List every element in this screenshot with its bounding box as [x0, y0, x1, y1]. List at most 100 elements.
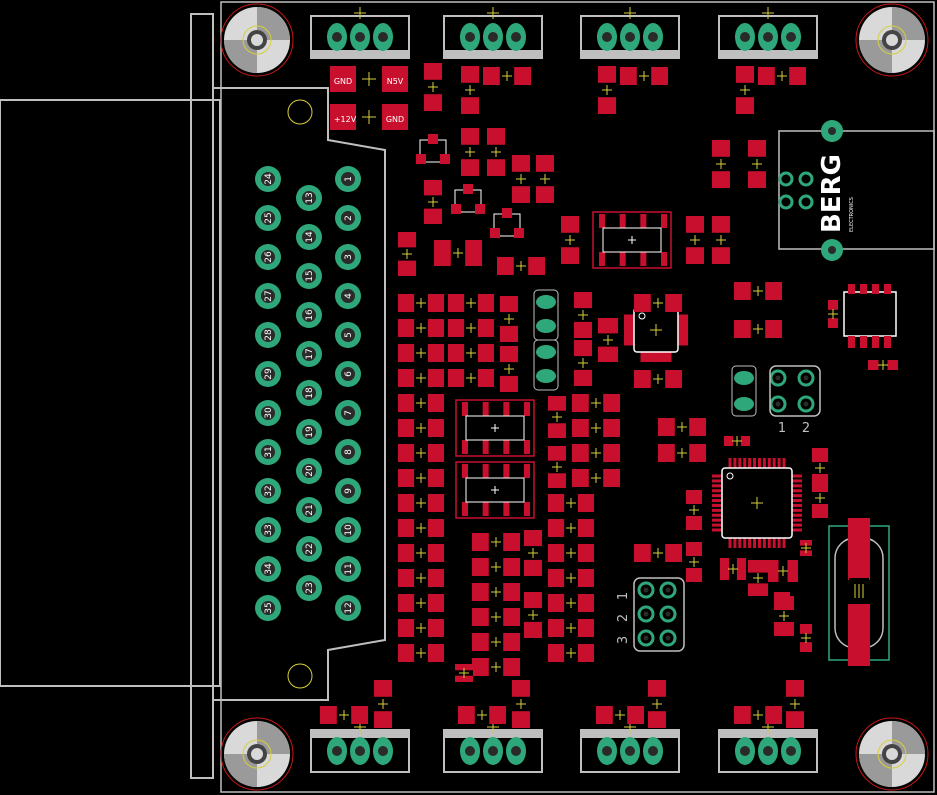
- smd-resistor: [455, 664, 473, 682]
- db37-pin-label: 12: [344, 602, 354, 613]
- db37-pin: 19: [296, 419, 322, 445]
- db37-pin-label: 2: [344, 215, 354, 221]
- sot23-transistor: [490, 208, 524, 238]
- db37-shell-outer: [0, 99, 221, 687]
- header-pin: [797, 369, 815, 387]
- db37-pin: 17: [296, 341, 322, 367]
- screw-terminal-connector: [580, 721, 680, 773]
- soic-chip: [455, 461, 535, 519]
- jumper-block-left: [633, 577, 685, 652]
- db37-pin: 24: [255, 166, 281, 192]
- smd-resistor: [448, 319, 494, 337]
- smd-resistor: [800, 540, 812, 556]
- smd-resistor: [548, 446, 566, 488]
- screw-terminal-connector: [580, 7, 680, 59]
- jumper-right-label-1: 1: [778, 421, 786, 436]
- smd-resistor: [748, 560, 768, 596]
- mount-hole-group: [220, 3, 929, 791]
- smd-resistor: [658, 444, 706, 462]
- db37-pin-label: 18: [305, 387, 315, 399]
- smd-resistor: [374, 680, 392, 728]
- db37-pin-label: 1: [344, 176, 354, 182]
- smd-component-group: [320, 63, 898, 728]
- sot23-transistor: [451, 184, 485, 214]
- smd-resistor: [648, 680, 666, 728]
- smd-resistor: [768, 560, 798, 582]
- db37-pin: 13: [296, 185, 322, 211]
- smd-resistor: [574, 340, 592, 386]
- label-gnd-top: GND: [334, 77, 352, 86]
- smd-resistor: [800, 624, 812, 652]
- smd-resistor: [398, 294, 444, 312]
- db37-pin-label: 25: [264, 212, 274, 223]
- voltage-regulator: [843, 284, 897, 348]
- db37-pin-label: 6: [344, 371, 354, 377]
- smd-resistor: [524, 530, 542, 576]
- jumper-left-label-3: 3: [616, 636, 631, 644]
- db37-pin: 14: [296, 224, 322, 250]
- smd-resistor: [828, 300, 838, 328]
- db37-pin: 18: [296, 380, 322, 406]
- smd-resistor: [548, 594, 594, 612]
- smd-resistor: [448, 294, 494, 312]
- header-pin: [659, 581, 677, 599]
- smd-resistor: [472, 558, 520, 576]
- smd-resistor: [572, 444, 620, 462]
- db37-pin: 16: [296, 302, 322, 328]
- crystal-pad-top: [848, 518, 870, 580]
- jumper-block-right: [769, 365, 821, 417]
- smd-resistor: [398, 469, 444, 487]
- db37-pin-label: 13: [305, 192, 315, 203]
- db37-pin-label: 15: [305, 270, 315, 281]
- db37-pin: 6: [335, 361, 361, 387]
- smd-resistor: [500, 346, 518, 392]
- smd-resistor: [398, 494, 444, 512]
- smd-resistor: [398, 369, 444, 387]
- db37-pin: 31: [255, 439, 281, 465]
- db37-mount-hole-bottom: [287, 663, 313, 689]
- db37-pin: 20: [296, 458, 322, 484]
- db37-pin: 29: [255, 361, 281, 387]
- db37-pin-label: 22: [305, 543, 315, 554]
- smd-resistor: [548, 544, 594, 562]
- smd-resistor: [758, 67, 806, 85]
- db37-pin-label: 11: [344, 563, 354, 574]
- smd-resistor: [658, 418, 706, 436]
- db37-pin: 15: [296, 263, 322, 289]
- screw-terminal-connector: [718, 721, 818, 773]
- db37-pin-label: 32: [264, 485, 274, 496]
- smd-resistor: [734, 320, 782, 338]
- db37-pin: 9: [335, 478, 361, 504]
- db37-pin-group: 2425262728293031323334351314151617181920…: [255, 166, 361, 621]
- smd-resistor: [472, 583, 520, 601]
- smd-resistor: [524, 592, 542, 638]
- smd-resistor: [461, 66, 479, 114]
- label-plus12v: +12V: [334, 115, 357, 124]
- db37-pin-label: 23: [305, 582, 315, 593]
- db37-pin-label: 26: [264, 251, 274, 263]
- smd-resistor: [320, 706, 368, 724]
- db37-pin: 3: [335, 244, 361, 270]
- jumper-left-label-2: 2: [616, 614, 631, 622]
- smd-resistor: [512, 680, 530, 728]
- smd-resistor: [458, 706, 506, 724]
- smd-resistor: [472, 658, 520, 676]
- smd-resistor: [398, 619, 444, 637]
- smd-resistor: [736, 66, 754, 114]
- db37-pin: 2: [335, 205, 361, 231]
- smd-resistor: [812, 478, 828, 518]
- smd-resistor: [572, 394, 620, 412]
- screw-terminal-connector: [310, 721, 410, 773]
- db37-pin-label: 10: [344, 524, 354, 536]
- db37-pin: 8: [335, 439, 361, 465]
- smd-resistor: [398, 444, 444, 462]
- db37-pin-label: 7: [344, 410, 354, 416]
- smd-resistor: [598, 318, 618, 362]
- qfp-chip: [712, 458, 802, 548]
- screw-terminal-connector: [443, 7, 543, 59]
- db37-pin-label: 34: [264, 563, 274, 575]
- header-pin: [637, 629, 655, 647]
- db37-pin-label: 30: [264, 407, 274, 419]
- smd-resistor: [548, 569, 594, 587]
- smd-resistor: [561, 216, 579, 264]
